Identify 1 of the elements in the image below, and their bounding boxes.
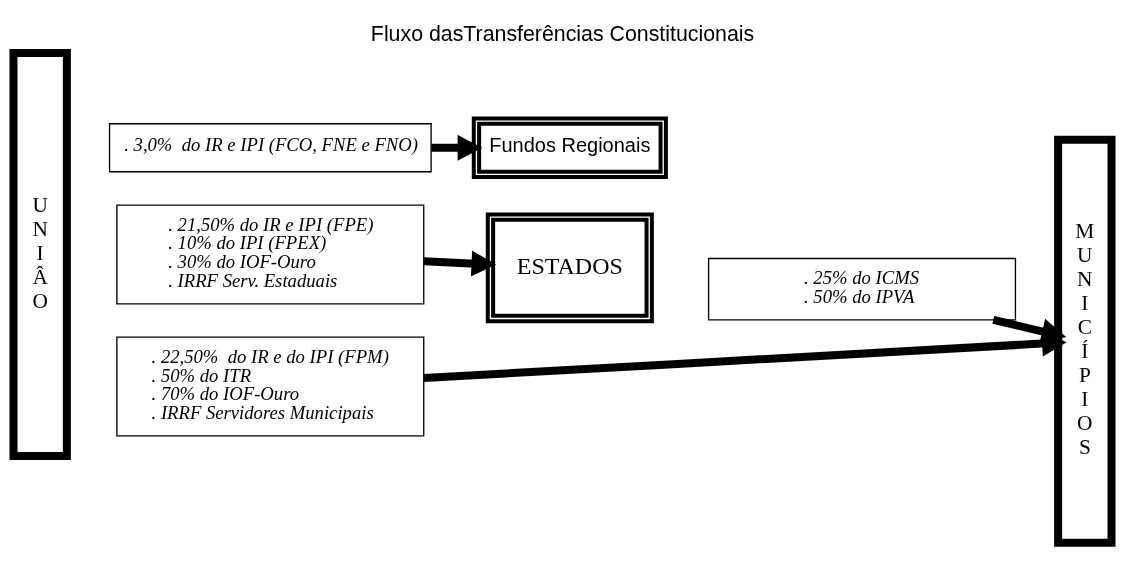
diagram-title: Fluxo dasTransferências Constitucionais [370, 21, 755, 46]
